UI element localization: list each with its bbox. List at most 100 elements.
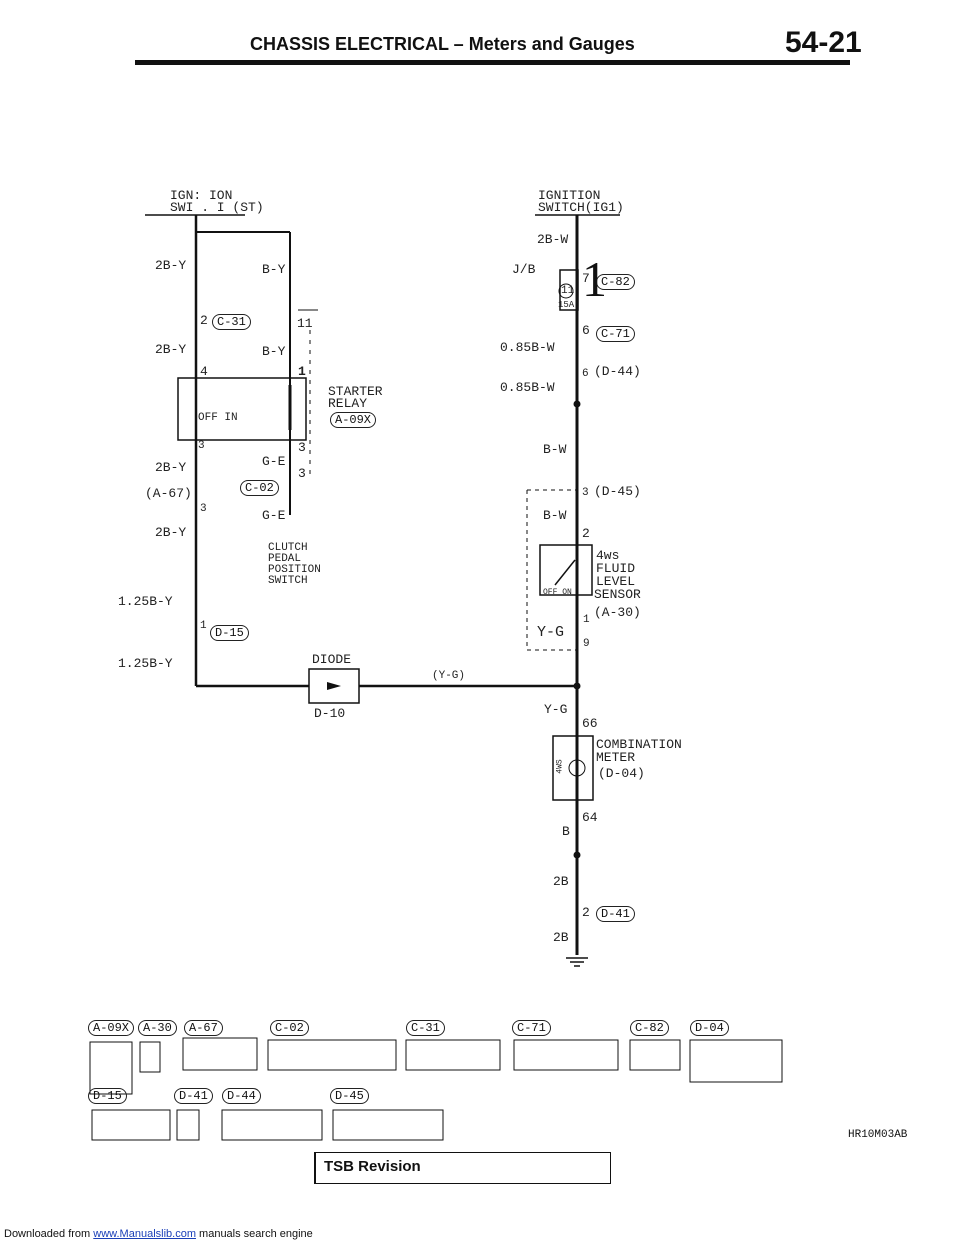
pin-label: 3 bbox=[582, 487, 589, 499]
meter-ref: (D-04) bbox=[598, 766, 645, 781]
wire-label: 1.25B-Y bbox=[118, 656, 173, 671]
connector-ref-d44: D-44 bbox=[222, 1086, 261, 1104]
page-title: CHASSIS ELECTRICAL – Meters and Gauges bbox=[250, 34, 635, 54]
pin-label: 2 bbox=[582, 905, 590, 920]
sensor-label-4: SENSOR bbox=[594, 587, 641, 602]
wire-label: B bbox=[562, 824, 570, 839]
connector-ref-d04: D-04 bbox=[690, 1018, 729, 1036]
sensor-label-3: LEVEL bbox=[596, 574, 636, 589]
wire-label: 1.25B-Y bbox=[118, 594, 173, 609]
pin-label: 1 bbox=[200, 620, 207, 632]
connector-ref-a67: A-67 bbox=[184, 1018, 223, 1036]
page-number: 54-21 bbox=[785, 26, 862, 59]
starter-relay-label-1: STARTER bbox=[328, 384, 383, 399]
right-switch-title-1: IGNITION bbox=[538, 188, 601, 203]
connector-ref-a30: A-30 bbox=[138, 1018, 177, 1036]
diagram-code: HR10M03AB bbox=[848, 1129, 908, 1141]
pin-label: 6 bbox=[582, 368, 589, 380]
connector-ref-c71: C-71 bbox=[512, 1018, 551, 1036]
footer-link[interactable]: www.Manualslib.com bbox=[93, 1228, 196, 1240]
pin-label: 9 bbox=[583, 638, 590, 650]
wire-label: 2B-Y bbox=[155, 525, 187, 540]
wire-label: 2B bbox=[553, 930, 569, 945]
pin-label: 3 bbox=[298, 466, 306, 481]
pin-label: 3 bbox=[200, 503, 207, 515]
ref-label: (D-44) bbox=[594, 364, 641, 379]
pin-label: 3 bbox=[298, 440, 306, 455]
connector-ref-c31: C-31 bbox=[406, 1018, 445, 1036]
footer-suffix: manuals search engine bbox=[195, 1228, 313, 1240]
wire-label: 2B-Y bbox=[155, 342, 187, 357]
starter-relay-label-2: RELAY bbox=[328, 396, 368, 411]
wire-label: Y-G bbox=[544, 702, 568, 717]
wire-label: 2B-W bbox=[537, 232, 569, 247]
tsb-revision-label: TSB Revision bbox=[324, 1158, 421, 1175]
connector-ref-c02: C-02 bbox=[270, 1018, 309, 1036]
fuse-big-label: 1 bbox=[582, 251, 607, 307]
connector-code: C-02 bbox=[240, 478, 279, 496]
switch-state-label: OFF IN bbox=[198, 412, 238, 424]
pin-label: 1 bbox=[298, 364, 306, 379]
pin-label: 6 bbox=[582, 323, 590, 338]
meter-label-2: METER bbox=[596, 750, 636, 765]
connector-ref-d15: D-15 bbox=[88, 1086, 127, 1104]
connector-ref-a09x: A-09X bbox=[88, 1018, 135, 1036]
connector-ref-c82: C-82 bbox=[630, 1018, 669, 1036]
fuse-amp: 15A bbox=[558, 300, 575, 310]
wire-label: 2B bbox=[553, 874, 569, 889]
connector-code: C-31 bbox=[212, 312, 251, 330]
wire-label: Y-G bbox=[537, 624, 565, 641]
wire-label: G-E bbox=[262, 508, 286, 523]
connector-code: C-82 bbox=[596, 272, 635, 290]
right-switch-title-2: SWITCH(IG1) bbox=[538, 200, 624, 215]
wire-label: 2B-Y bbox=[155, 258, 187, 273]
sensor-label-1: 4ws bbox=[596, 548, 620, 563]
sensor-state-label: OFF ON bbox=[543, 588, 572, 597]
clutch-label-3: POSITION bbox=[268, 564, 321, 576]
pin-label: 11 bbox=[297, 316, 313, 331]
sensor-label-2: FLUID bbox=[596, 561, 636, 576]
wire-label: G-E bbox=[262, 454, 286, 469]
ref-label: (D-45) bbox=[594, 484, 641, 499]
footer: Downloaded from www.Manualslib.com manua… bbox=[4, 1228, 313, 1240]
wire-label: 0.85B-W bbox=[500, 380, 555, 395]
jb-label: J/B bbox=[512, 262, 536, 277]
pin-label: 7 bbox=[582, 271, 590, 286]
diode-ref: D-10 bbox=[314, 706, 346, 721]
wire-label: B-Y bbox=[262, 262, 286, 277]
wire-label: B-W bbox=[543, 508, 567, 523]
left-switch-title-1: IGN: ION bbox=[170, 188, 233, 203]
wire-label: 2B-Y bbox=[155, 460, 187, 475]
footer-prefix: Downloaded from bbox=[4, 1228, 94, 1240]
meter-label-1: COMBINATION bbox=[596, 737, 682, 752]
pin-label: 2 bbox=[582, 526, 590, 541]
connector-code: D-41 bbox=[596, 904, 635, 922]
pin-label: 66 bbox=[582, 716, 598, 731]
connector-code: D-15 bbox=[210, 623, 249, 641]
connector-code: A-09X bbox=[330, 410, 377, 428]
connector-ref-d41: D-41 bbox=[174, 1086, 213, 1104]
sensor-ref: (A-30) bbox=[594, 605, 641, 620]
connector-code: C-71 bbox=[596, 324, 635, 342]
clutch-label-4: SWITCH bbox=[268, 575, 308, 587]
tsb-revision-box: TSB Revision bbox=[314, 1152, 611, 1184]
clutch-label-1: CLUTCH bbox=[268, 542, 308, 554]
connector-ref-d45: D-45 bbox=[330, 1086, 369, 1104]
meter-symbol: 4WS bbox=[555, 759, 565, 774]
wire-label: 0.85B-W bbox=[500, 340, 555, 355]
left-switch-title-2: SWI . I (ST) bbox=[170, 200, 264, 215]
wire-label: B-W bbox=[543, 442, 567, 457]
pin-label: 4 bbox=[200, 364, 208, 379]
wire-label: (Y-G) bbox=[432, 670, 466, 682]
pin-label: 3 bbox=[198, 440, 205, 452]
pin-label: 64 bbox=[582, 810, 598, 825]
ref-label: (A-67) bbox=[145, 486, 192, 501]
header-rule bbox=[135, 60, 850, 65]
wire-label: B-Y bbox=[262, 344, 286, 359]
pin-label: 2 bbox=[200, 313, 208, 328]
pin-label: 1 bbox=[583, 614, 590, 626]
clutch-label-2: PEDAL bbox=[268, 553, 302, 565]
fuse-number: 11 bbox=[561, 285, 575, 297]
diode-label: DIODE bbox=[312, 652, 352, 667]
